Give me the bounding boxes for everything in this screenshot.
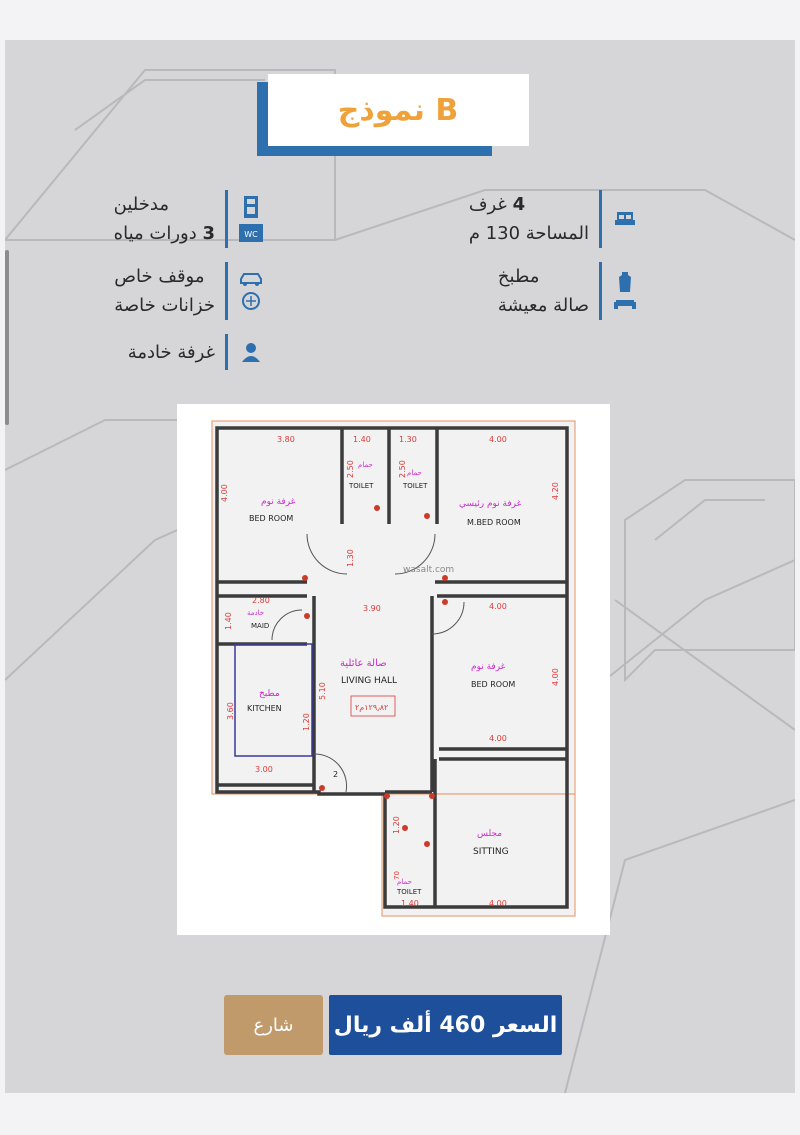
dim-lobby-h: 1.20: [392, 816, 401, 834]
dim-kitchen-h: 3.60: [226, 702, 235, 720]
toilet3-en: TOILET: [396, 888, 422, 896]
dim-toilet3-w: 1.40: [401, 899, 419, 908]
feature-entrances: WC مدخلين 3 دورات مياه: [114, 190, 264, 248]
feature-divider: [225, 262, 228, 320]
dim-master-h: 4.20: [551, 482, 560, 500]
dim-corridor-h: 1.30: [346, 549, 355, 567]
rooms-label: غرف: [468, 194, 507, 215]
wc-count: 3: [202, 223, 215, 244]
floor-plan[interactable]: 3.80 1.40 1.30 4.00 4.00 4.20 2.50 2.50 …: [177, 404, 610, 935]
wc-label: دورات مياه: [113, 223, 197, 244]
car-tank-icon: [238, 272, 264, 310]
title-card: نموذج B: [268, 74, 529, 146]
dim-sitting-w: 4.00: [489, 899, 507, 908]
rooms-line: 4 غرف: [469, 190, 525, 219]
dim-bed2-h: 4.00: [551, 668, 560, 686]
dim-bed1-h: 4.00: [220, 484, 229, 502]
living-ar: صالة عائلية: [340, 658, 387, 669]
dim-bed1-w: 3.80: [277, 435, 295, 444]
toilet1-en: TOILET: [348, 482, 374, 490]
dim-toilet2-w: 1.30: [399, 435, 417, 444]
master-ar: غرفة نوم رئيسي: [459, 499, 522, 509]
sitting-en: SITTING: [473, 847, 509, 857]
bed2-ar: غرفة نوم: [471, 662, 506, 672]
bed1-ar: غرفة نوم: [261, 497, 296, 507]
entrances-label: مدخلين: [113, 194, 169, 215]
maid-ar: خادمة: [247, 609, 264, 617]
background-pattern: [5, 69, 795, 1093]
dim-living-w: 3.90: [363, 604, 381, 613]
dim-bed2-bottom: 4.00: [489, 734, 507, 743]
dim-toilet2-h: 2.50: [398, 460, 407, 478]
feature-maid: غرفة خادمة: [128, 334, 264, 370]
maid-label: غرفة خادمة: [127, 341, 215, 363]
dim-maid-h: 1.40: [224, 612, 233, 630]
apron-sofa-icon: [612, 272, 638, 310]
bed2-en: BED ROOM: [471, 680, 515, 689]
living-en: LIVING HALL: [341, 676, 397, 686]
dim-maid-w: 2.80: [252, 596, 270, 605]
master-en: M.BED ROOM: [467, 518, 521, 527]
scrollbar-thumb[interactable]: [5, 250, 9, 425]
area-label: المساحة 130 م: [468, 223, 589, 244]
feature-divider: [225, 190, 228, 248]
kitchen-label: مطبخ: [497, 266, 540, 287]
tanks-label: خزانات خاصة: [114, 295, 215, 316]
rooms-count: 4: [512, 194, 526, 215]
person-icon: [238, 342, 264, 362]
price-button[interactable]: السعر 460 ألف ريال: [329, 995, 562, 1055]
feature-rooms: 4 غرف المساحة 130 م: [469, 190, 638, 248]
feature-divider: [599, 190, 602, 248]
feature-kitchen: مطبخ صالة معيشة: [498, 262, 638, 320]
door-wc-icon: WC: [238, 196, 264, 242]
toilet2-ar: حمام: [407, 469, 422, 477]
feature-divider: [225, 334, 228, 370]
bed1-en: BED ROOM: [249, 514, 293, 523]
toilet1-ar: حمام: [358, 461, 373, 469]
kitchen-en: KITCHEN: [247, 704, 282, 713]
watermark: wasalt.com: [403, 565, 454, 575]
sitting-ar: مجلس: [477, 829, 502, 839]
stair-number: 2: [333, 770, 338, 779]
living-area: ١٢٩٫٨٢م٢: [355, 703, 388, 712]
dim-master-w: 4.00: [489, 435, 507, 444]
svg-text:WC: WC: [244, 230, 258, 239]
model-title: نموذج B: [337, 92, 460, 128]
bed-icon: [612, 210, 638, 228]
toilet3-ar: حمام: [397, 878, 412, 886]
street-button[interactable]: شارع: [224, 995, 323, 1055]
dim-living-side: 1.20: [302, 713, 311, 731]
living-label: صالة معيشة: [497, 295, 589, 316]
maid-en: MAID: [251, 622, 269, 630]
toilet2-en: TOILET: [402, 482, 428, 490]
dim-toilet1-h: 2.50: [346, 460, 355, 478]
dim-bed2-top: 4.00: [489, 602, 507, 611]
feature-parking: موقف خاص خزانات خاصة: [114, 262, 264, 320]
dim-kitchen-w: 3.00: [255, 765, 273, 774]
feature-divider: [599, 262, 602, 320]
kitchen-ar: مطبخ: [259, 689, 280, 699]
dim-living-h: 5.10: [318, 682, 327, 700]
dim-toilet3-h: 70: [393, 871, 401, 880]
living-area-box: [350, 695, 396, 717]
parking-label: موقف خاص: [114, 266, 205, 287]
wc-line: 3 دورات مياه: [114, 219, 215, 248]
dim-toilet1-w: 1.40: [353, 435, 371, 444]
